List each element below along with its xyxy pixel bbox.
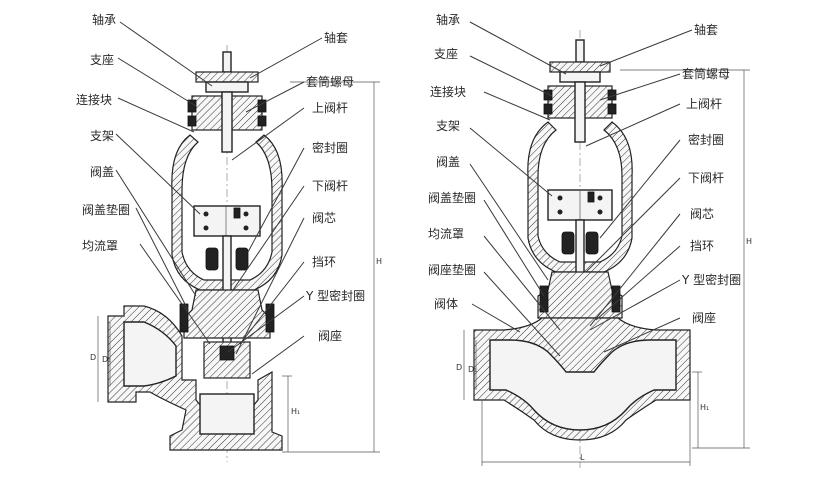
right-connecting-block <box>547 189 613 221</box>
right-label-valve-body: 阀体 <box>434 297 458 311</box>
left-label-bonnet: 阀盖 <box>90 165 114 179</box>
left-label-seal-ring: 密封圈 <box>312 140 348 155</box>
left-dim-d: D <box>90 353 96 362</box>
right-dim-d: D <box>456 363 462 372</box>
right-label-seat-gasket: 阀座垫圈 <box>428 262 476 277</box>
right-label-support: 支座 <box>434 46 458 61</box>
left-dim-h1: H₁ <box>291 407 300 416</box>
left-connecting-block <box>193 205 261 237</box>
right-dim-d1: D₁ <box>468 365 477 374</box>
right-leaders-right <box>585 29 693 353</box>
left-dim-h: H <box>376 257 382 266</box>
right-label-valve-core: 阀芯 <box>690 207 714 221</box>
right-dimensions: D D₁ H H₁ L <box>456 69 752 466</box>
right-bracket-frame <box>527 121 633 273</box>
left-label-sleeve-nut: 套筒螺母 <box>306 74 354 89</box>
right-label-lower-stem: 下阀杆 <box>688 171 724 185</box>
right-label-connecting-block: 连接块 <box>430 84 466 99</box>
right-label-upper-stem: 上阀杆 <box>686 97 722 111</box>
right-handwheel <box>549 39 611 83</box>
right-dim-l: L <box>580 453 585 462</box>
left-support <box>187 91 267 153</box>
left-label-bearing: 轴承 <box>92 12 116 27</box>
right-labels-right: 轴套 套筒螺母 上阀杆 密封圈 下阀杆 阀芯 挡环 Y 型密封圈 阀座 <box>681 22 741 325</box>
right-label-y-seal: Y 型密封圈 <box>681 272 741 287</box>
left-label-valve-core: 阀芯 <box>312 211 336 225</box>
left-label-support: 支座 <box>90 52 114 67</box>
left-dimensions: D D₁ H H₁ <box>90 81 382 453</box>
left-label-shaft-sleeve: 轴套 <box>324 30 348 45</box>
left-dim-d1: D₁ <box>102 355 111 364</box>
left-label-lower-stem: 下阀杆 <box>312 179 348 193</box>
right-label-valve-seat: 阀座 <box>692 310 716 325</box>
right-label-bearing: 轴承 <box>436 12 460 27</box>
left-valve-drawing: D D₁ H H₁ 轴承 <box>76 12 382 462</box>
right-labels-left: 轴承 支座 连接块 支架 阀盖 阀盖垫圈 均流罩 阀座垫圈 阀体 <box>428 12 476 311</box>
right-label-bracket: 支架 <box>436 119 460 133</box>
left-labels-right: 轴套 套筒螺母 上阀杆 密封圈 下阀杆 阀芯 挡环 Y 型密封圈 阀座 <box>305 30 365 343</box>
right-label-bonnet: 阀盖 <box>436 155 460 169</box>
left-label-connecting-block: 连接块 <box>76 92 112 107</box>
left-bonnet <box>183 289 271 339</box>
left-leaders-left <box>115 21 213 345</box>
left-label-bracket: 支架 <box>90 129 114 143</box>
right-packing <box>561 231 599 255</box>
left-leaders-right <box>227 37 323 375</box>
left-label-y-seal: Y 型密封圈 <box>305 288 365 303</box>
right-dim-h: H <box>746 237 752 246</box>
right-label-sleeve-nut: 套筒螺母 <box>682 66 730 81</box>
left-label-retaining-ring: 挡环 <box>312 255 336 269</box>
left-handwheel <box>195 51 259 93</box>
right-label-flow-shroud: 均流罩 <box>428 227 464 241</box>
left-label-valve-seat: 阀座 <box>318 328 342 343</box>
right-label-bonnet-gasket: 阀盖垫圈 <box>428 190 476 205</box>
right-leaders-left <box>469 21 567 357</box>
left-labels-left: 轴承 支座 连接块 支架 阀盖 阀盖垫圈 均流罩 <box>76 12 130 253</box>
left-label-upper-stem: 上阀杆 <box>312 101 348 115</box>
right-label-retaining-ring: 挡环 <box>690 239 714 253</box>
left-packing <box>205 247 249 271</box>
right-label-seal-ring: 密封圈 <box>688 132 724 147</box>
right-bonnet <box>537 271 623 319</box>
left-label-flow-shroud: 均流罩 <box>82 239 118 253</box>
right-label-shaft-sleeve: 轴套 <box>694 22 718 37</box>
left-label-bonnet-gasket: 阀盖垫圈 <box>82 202 130 217</box>
right-valve-drawing: D D₁ H H₁ L <box>428 12 752 468</box>
right-support <box>543 81 617 143</box>
right-dim-h1: H₁ <box>700 403 709 412</box>
